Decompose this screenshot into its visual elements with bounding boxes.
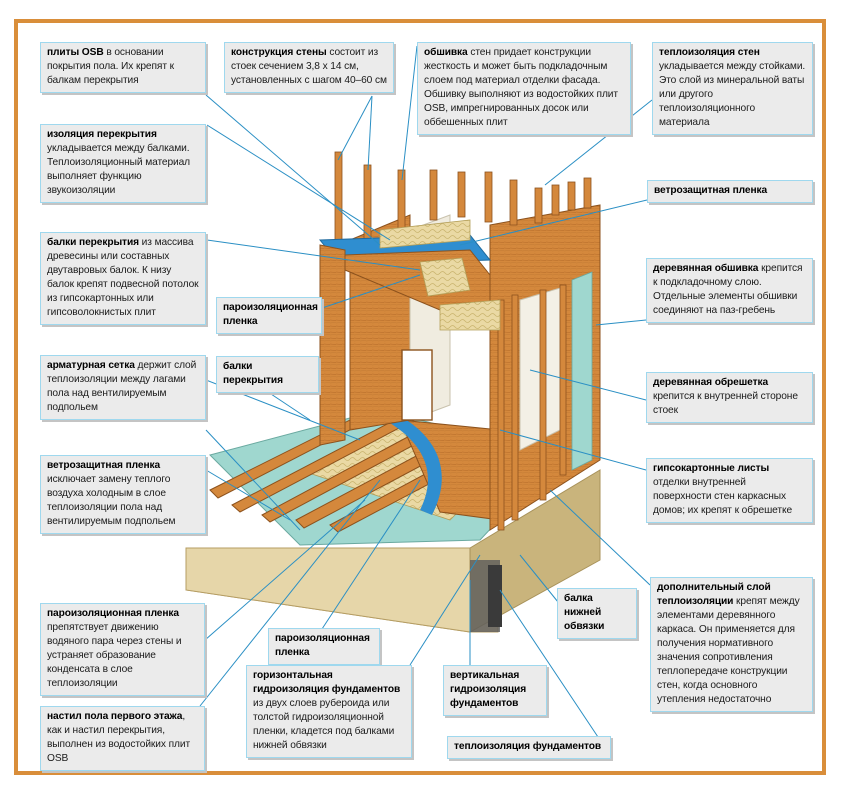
label-reinforcing-mesh: арматурная сетка держит слой теплоизоляц…: [40, 355, 206, 420]
label-first-floor-deck-title: настил пола первого этажа: [47, 711, 183, 722]
wall-studs: [334, 151, 592, 531]
label-horizontal-waterproofing: горизонтальная гидроизоляция фундаментов…: [246, 665, 412, 758]
label-wood-lathing-text: крепится к внутренней стороне стоек: [653, 391, 798, 416]
label-wood-boarding-title: деревянная обшивка: [653, 263, 759, 274]
vapor-membrane: [385, 415, 442, 515]
label-cladding-title: обшивка: [424, 47, 468, 58]
label-vapor-film-mid: пароизоляционная пленка: [216, 297, 322, 334]
label-vertical-waterproofing: вертикальная гидроизоляция фундаментов: [443, 665, 547, 716]
label-wood-boarding-text: крепится к подкладочному слою. Отдельные…: [653, 263, 803, 316]
label-first-floor-deck-text: , как и настил перекрытия, выполнен из в…: [47, 711, 191, 764]
label-wood-lathing-title: деревянная обрешетка: [653, 377, 769, 388]
label-floor-insulation: изоляция перекрытия укладывается между б…: [40, 124, 206, 203]
label-foundation-insulation: теплоизоляция фундаментов: [447, 736, 611, 759]
label-horizontal-waterproofing-text: из двух слоев рубероида или толстой гидр…: [253, 698, 395, 751]
label-wood-lathing: деревянная обрешетка крепится к внутренн…: [646, 372, 813, 423]
label-wood-boarding: деревянная обшивка крепится к подкладочн…: [646, 258, 813, 323]
label-floor-beams-small-title: балки перекрытия: [223, 361, 283, 386]
label-wind-film-floor-title: ветрозащитная пленка: [47, 460, 161, 471]
label-gypsum-sheets-title: гипсокартонные листы: [653, 463, 770, 474]
label-vapor-film-left-title: пароизоляционная пленка: [47, 608, 179, 619]
label-vapor-film-mid-title: пароизоляционная пленка: [223, 302, 318, 327]
label-floor-beams-main-title: балки перекрытия: [47, 237, 139, 248]
label-vapor-film-left: пароизоляционная пленка препятствует дви…: [40, 603, 205, 696]
label-osb-floor: плиты OSB в основании покрытия пола. Их …: [40, 42, 206, 93]
label-wind-film-floor: ветрозащитная пленка исключает замену те…: [40, 455, 206, 534]
label-cladding: обшивка стен придает конструкции жесткос…: [417, 42, 631, 135]
label-extra-insulation-text: крепят между элементами деревянного карк…: [657, 596, 800, 705]
label-first-floor-deck: настил пола первого этажа, как и настил …: [40, 706, 205, 771]
label-reinforcing-mesh-title: арматурная сетка: [47, 360, 135, 371]
label-foundation-insulation-title: теплоизоляция фундаментов: [454, 741, 602, 752]
window-opening: [401, 349, 433, 421]
label-vapor-film-left-text: препятствует движению водяного пара чере…: [47, 622, 182, 689]
label-osb-floor-title: плиты OSB: [47, 47, 104, 58]
label-vertical-waterproofing-title: вертикальная гидроизоляция фундаментов: [450, 670, 527, 709]
label-wall-insulation-title: теплоизоляция стен: [659, 47, 760, 58]
label-cladding-text: стен придает конструкции жесткость и мож…: [424, 47, 618, 128]
label-floor-beams-main-text: из массива древесины или составных двута…: [47, 237, 199, 318]
label-bottom-beam-title: балка нижней обвязки: [564, 593, 605, 632]
label-vapor-film-bottom-title: пароизоляционная пленка: [275, 633, 370, 658]
label-osb-floor-text: в основании покрытия пола. Их крепят к б…: [47, 47, 174, 86]
label-wall-construction-title: конструкция стены: [231, 47, 327, 58]
label-floor-beams-main: балки перекрытия из массива древесины ил…: [40, 232, 206, 325]
label-floor-beams-small: балки перекрытия: [216, 356, 319, 393]
label-gypsum-sheets: гипсокартонные листы отделки внутренней …: [646, 458, 813, 523]
label-floor-insulation-title: изоляция перекрытия: [47, 129, 157, 140]
label-extra-insulation: дополнительный слой теплоизоляции крепят…: [650, 577, 813, 712]
label-wall-insulation-text: укладывается между стойками. Это слой из…: [659, 61, 806, 128]
label-bottom-beam: балка нижней обвязки: [557, 588, 637, 639]
label-wind-film-floor-text: исключает замену теплого воздуха холодны…: [47, 474, 176, 527]
upper-wall-insulation: [379, 219, 471, 249]
label-gypsum-sheets-text: отделки внутренней поверхности стен карк…: [653, 477, 793, 516]
label-horizontal-waterproofing-title: горизонтальная гидроизоляция фундаментов: [253, 670, 401, 695]
vertical-waterproofing-strip: [488, 565, 502, 627]
label-wind-film-top-title: ветрозащитная пленка: [654, 185, 768, 196]
foundation-slab: [185, 469, 601, 633]
label-extra-insulation-title: дополнительный слой теплоизоляции: [657, 582, 771, 607]
label-wind-film-top: ветрозащитная пленка: [647, 180, 813, 203]
label-reinforcing-mesh-text: держит слой теплоизоляции между лагами п…: [47, 360, 197, 413]
label-wall-construction: конструкция стены состоит из стоек сечен…: [224, 42, 394, 93]
label-vapor-film-bottom: пароизоляционная пленка: [268, 628, 380, 665]
label-wall-insulation: теплоизоляция стен укладывается между ст…: [652, 42, 813, 135]
label-floor-insulation-text: укладывается между балками. Теплоизоляци…: [47, 143, 191, 196]
label-wall-construction-text: состоит из стоек сечением 3,8 x 14 см, у…: [231, 47, 387, 86]
